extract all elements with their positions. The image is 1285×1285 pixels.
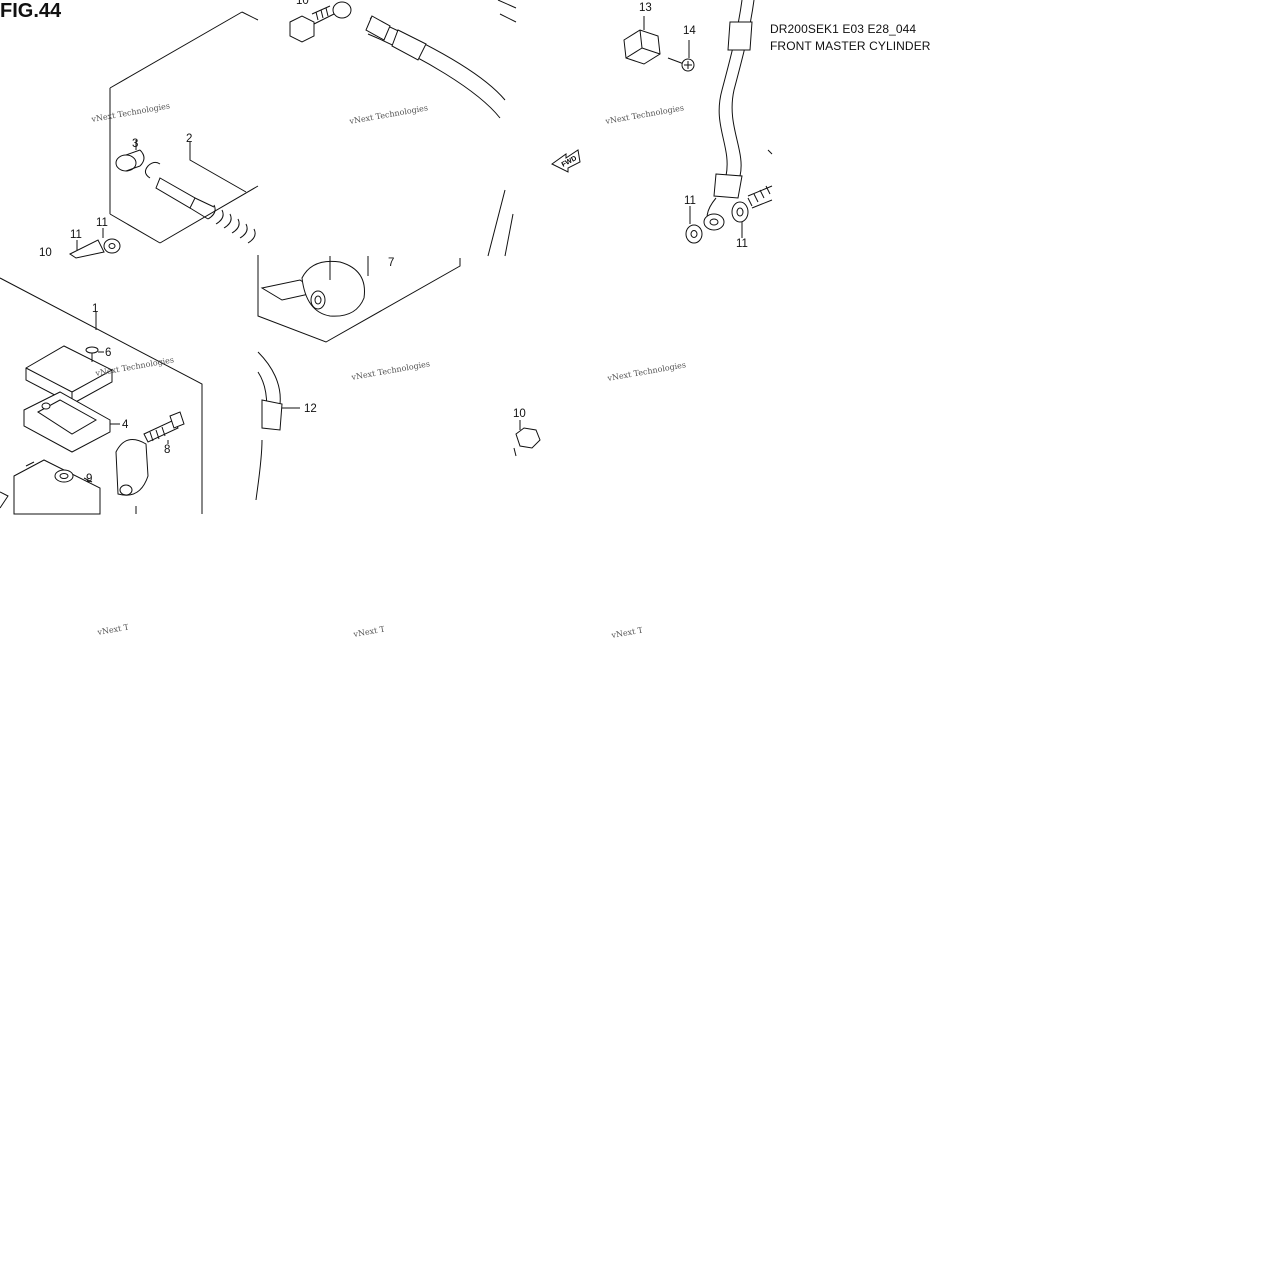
callout-11: 11 — [96, 217, 108, 229]
union-bolt-part — [69, 239, 105, 259]
watermark: vNext Technologies — [606, 360, 687, 383]
clamp-screw-part — [667, 40, 695, 72]
cap-screw-part — [85, 346, 104, 362]
svg-text:vNext Technologies: vNext Technologies — [90, 101, 171, 124]
callout-8: 8 — [164, 444, 170, 456]
svg-text:vNext Technologies: vNext Technologies — [350, 359, 431, 382]
hose-clamp-part — [623, 16, 661, 65]
callout-10: 10 — [296, 0, 309, 7]
callout-12: 12 — [304, 403, 317, 415]
callout-4: 4 — [122, 419, 129, 431]
watermarks: vNext Technologies vNext Technologies vN… — [90, 101, 687, 383]
callout-11: 11 — [70, 229, 82, 241]
callout-10: 10 — [39, 247, 52, 259]
callout-10: 10 — [513, 408, 526, 420]
master-cylinder-inner-parts-panel — [69, 11, 259, 259]
svg-text:vNext Technologies: vNext Technologies — [606, 360, 687, 383]
nut-part — [513, 420, 541, 457]
cylinder-body-part — [0, 459, 101, 515]
callout-3: 3 — [132, 138, 138, 150]
callout-2: 2 — [186, 133, 192, 145]
watermark: vNext Technologies — [350, 359, 431, 382]
svg-text:vNext Technologies: vNext Technologies — [610, 617, 691, 640]
watermark: vNext Technologies — [348, 103, 429, 126]
hose-and-bracket-panel — [255, 0, 517, 501]
callout-11: 11 — [736, 238, 748, 250]
svg-text:vNext Technologies: vNext Technologies — [348, 103, 429, 126]
reservoir-cap-part — [25, 345, 113, 405]
watermark-partial: vNext Technologies — [352, 616, 433, 639]
callout-11: 11 — [684, 195, 696, 207]
callout-7: 7 — [388, 257, 394, 269]
callout-1: 1 — [92, 303, 98, 315]
holder-clamp-part — [115, 439, 149, 514]
svg-text:vNext Technologies: vNext Technologies — [352, 616, 433, 639]
diaphragm-plate-part — [23, 391, 120, 453]
piston-cup-part — [115, 149, 145, 172]
diagram-code: DR200SEK1 E03 E28_044 — [770, 22, 917, 36]
svg-text:vNext Technologies: vNext Technologies — [96, 614, 177, 637]
union-bolt-top-part — [289, 1, 352, 43]
watermark: vNext Technologies — [604, 103, 685, 126]
piston-spring-part — [155, 177, 256, 244]
callout-13: 13 — [639, 2, 652, 14]
master-cylinder-body-panel — [0, 277, 203, 515]
lever-bracket-part — [260, 256, 369, 317]
watermark: vNext Technologies — [90, 101, 171, 124]
callout-labels: 3 2 11 11 10 1 6 4 8 9 7 12 10 13 14 11 … — [39, 0, 748, 485]
callout-9: 9 — [86, 473, 92, 485]
union-bolt-caliper-part — [747, 185, 771, 207]
caliper-hose-panel: FWD — [513, 0, 773, 457]
diagram-caption: FRONT MASTER CYLINDER — [770, 39, 931, 53]
watermark-partial: vNext Technologies — [610, 617, 691, 640]
watermark-partial: vNext Technologies — [96, 614, 177, 637]
svg-text:vNext Technologies: vNext Technologies — [604, 103, 685, 126]
brake-hose-upper-part — [367, 17, 506, 119]
brake-hose-lower-part — [255, 351, 300, 501]
callout-14: 14 — [683, 25, 696, 37]
clamp-bolt-part — [143, 411, 185, 444]
brake-hose-caliper-part — [703, 0, 755, 231]
circlip-part — [144, 161, 161, 179]
figure-title: FIG.44 — [0, 0, 62, 22]
forward-arrow-icon: FWD — [551, 149, 581, 173]
callout-6: 6 — [105, 347, 111, 359]
